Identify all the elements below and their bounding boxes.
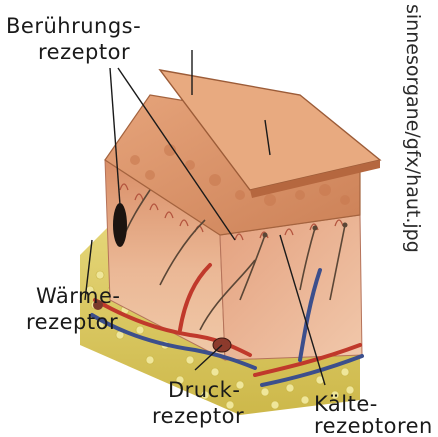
touch-receptor-label-line1: Berührungs- (6, 14, 141, 38)
heat-receptor-label-line2: rezeptor (26, 310, 118, 334)
pressure-receptor-label-line2: rezeptor (152, 404, 244, 428)
source-caption: sinnesorgane/gfx/haut.jpg (396, 0, 438, 433)
pressure-receptor-label-line1: Druck- (168, 378, 240, 402)
heat-receptor-label-line1: Wärme- (36, 284, 121, 308)
source-path-text: sinnesorgane/gfx/haut.jpg (402, 4, 424, 253)
touch-receptor-body (113, 203, 127, 247)
cold-receptor-label-line1: Kälte- (314, 392, 378, 416)
touch-receptor-label-line2: rezeptor (38, 40, 130, 64)
